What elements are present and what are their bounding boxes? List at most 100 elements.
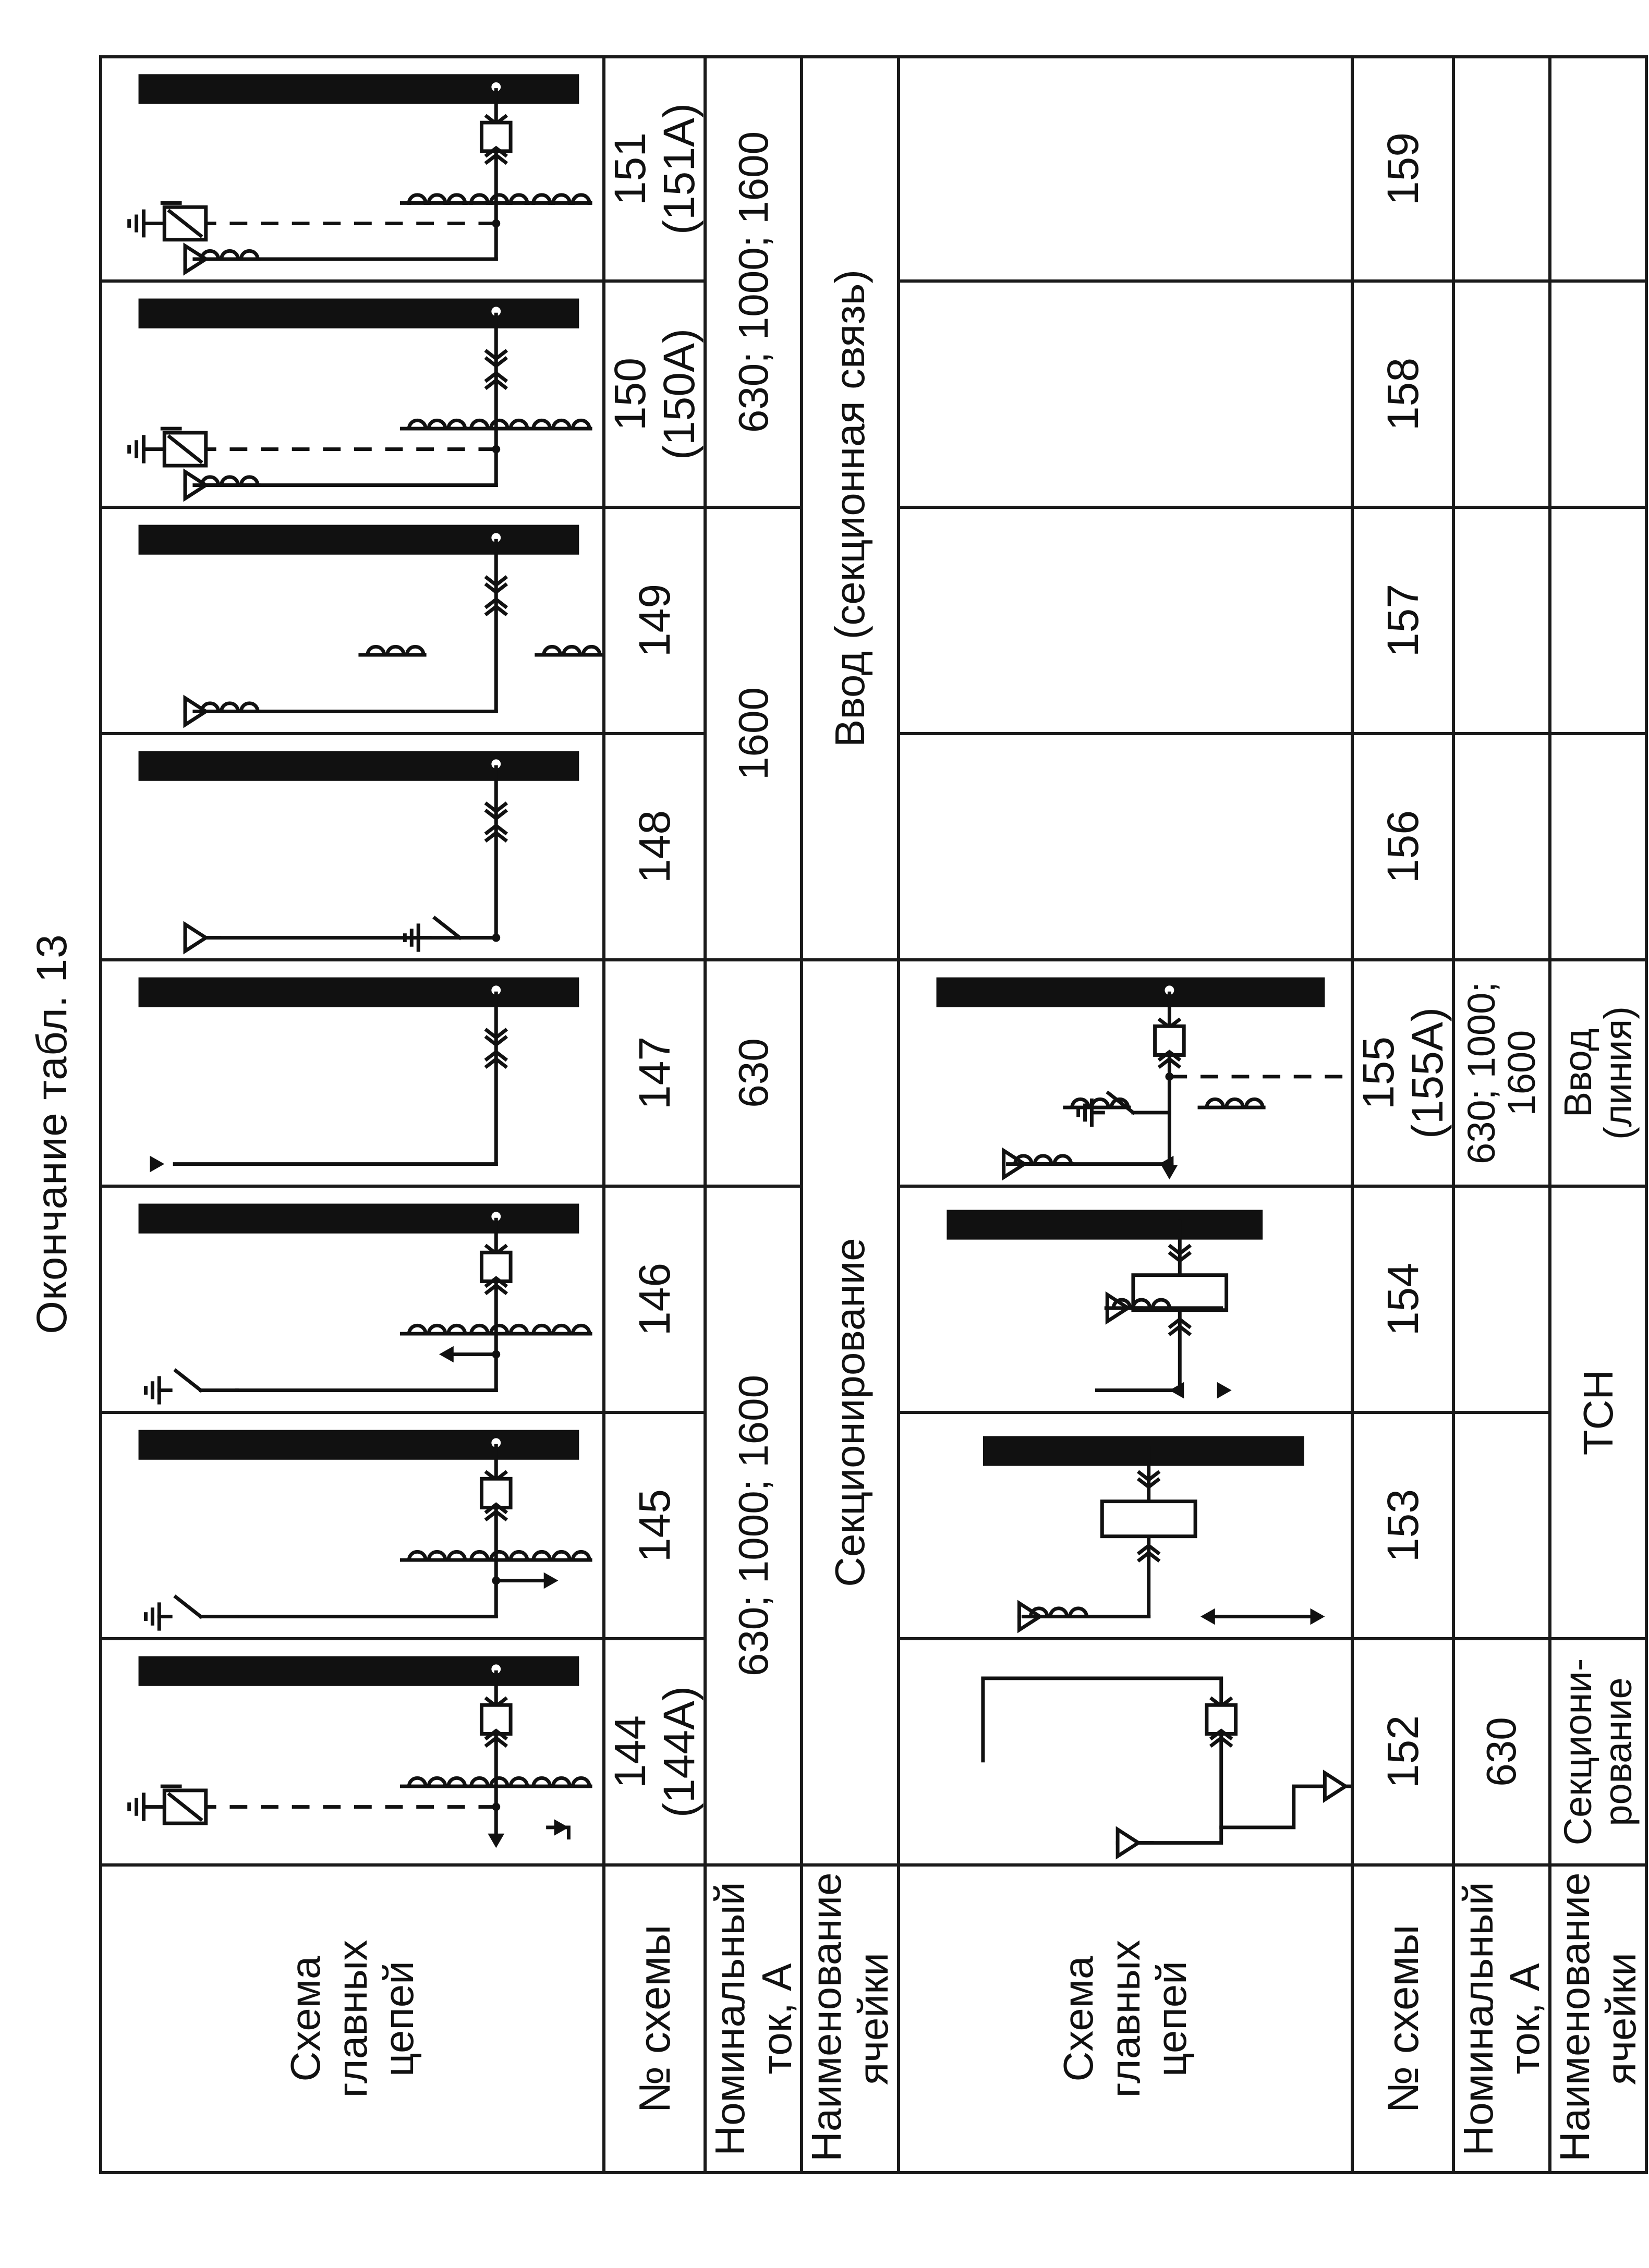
current-transformer-icon: [531, 418, 552, 431]
scheme-number: 158: [1352, 281, 1453, 507]
cell-name: [1549, 281, 1647, 507]
current-transformer-icon: [551, 1550, 572, 1562]
current-transformer-icon: [427, 1550, 447, 1562]
current-transformer-icon: [1224, 1097, 1245, 1109]
surge-arrester-icon: [1323, 1770, 1349, 1803]
current-transformer-icon: [220, 701, 240, 714]
busbar-icon: [138, 1656, 579, 1686]
current-transformer-icon: [1048, 1606, 1069, 1619]
current-transformer-icon: [1013, 1154, 1034, 1166]
scheme-number: 149: [604, 507, 706, 734]
arrow-icon: [488, 1833, 505, 1848]
rated-current: 630; 1000; 1600: [705, 57, 802, 507]
current-transformer-icon: [551, 1776, 572, 1788]
scheme-number: 153: [1352, 1412, 1453, 1639]
plug-contact-icon: [1209, 1728, 1233, 1748]
current-transformer-icon: [220, 249, 240, 261]
rated-current: 630: [1453, 1639, 1550, 1865]
rated-current: 1600: [705, 507, 802, 960]
surge-arrester-icon: [1116, 1826, 1142, 1860]
contact-dot: [491, 307, 501, 316]
scheme-number: 157: [1352, 507, 1453, 734]
conductor-line: [980, 1676, 1223, 1845]
row-label-current: Номинальный ток, А: [1453, 1865, 1550, 2173]
scheme-150: [101, 281, 604, 507]
plug-contact-icon: [1136, 1470, 1160, 1490]
arrow-icon: [439, 1346, 454, 1363]
circuit-schemes-table: Схема главных цепей № схемы 144 (144A) 1…: [99, 55, 1648, 2174]
plug-contact-icon: [484, 1028, 508, 1047]
rated-current: [1453, 734, 1550, 960]
current-transformer-icon: [1244, 1097, 1265, 1109]
current-transformer-icon: [446, 1550, 467, 1562]
contact-dot: [1165, 985, 1174, 995]
current-transformer-icon: [200, 249, 221, 261]
scheme-153: [898, 1412, 1352, 1639]
current-transformer-icon: [1150, 1298, 1171, 1310]
arrow-icon: [1217, 1382, 1232, 1399]
plug-contact-icon: [484, 801, 508, 821]
voltage-transformer-icon: [167, 209, 203, 238]
current-transformer-icon: [531, 1323, 552, 1336]
earthing-switch-icon: [173, 1368, 203, 1393]
rated-current: [1453, 281, 1550, 507]
plug-contact-icon: [484, 575, 508, 595]
current-transformer-icon: [385, 644, 406, 657]
scheme-159-empty: [898, 57, 1352, 281]
earthing-switch-icon: [173, 1594, 203, 1619]
current-transformer-icon: [531, 193, 552, 205]
current-transformer-icon: [407, 193, 428, 205]
current-transformer-icon: [542, 644, 562, 657]
current-transformer-icon: [446, 193, 467, 205]
current-transformer-icon: [489, 1776, 510, 1788]
scheme-147: [101, 960, 604, 1186]
current-transformer-icon: [489, 193, 510, 205]
current-transformer-icon: [407, 418, 428, 431]
busbar-icon: [138, 298, 579, 328]
current-transformer-icon: [571, 418, 591, 431]
current-transformer-icon: [469, 193, 490, 205]
cell-name: [1549, 507, 1647, 734]
scheme-number: 144 (144A): [604, 1639, 706, 1865]
current-transformer-icon: [508, 418, 529, 431]
surge-arrester-icon: [183, 921, 210, 955]
current-transformer-icon: [446, 418, 467, 431]
scheme-144: [101, 1639, 604, 1865]
breaker-icon: [1204, 1703, 1238, 1736]
current-transformer-icon: [407, 1776, 428, 1788]
current-transformer-icon: [200, 475, 221, 487]
busbar-icon: [983, 1436, 1304, 1466]
current-transformer-icon: [469, 418, 490, 431]
busbar-icon: [138, 751, 579, 781]
cell-name: [1549, 734, 1647, 960]
current-transformer-icon: [489, 418, 510, 431]
scheme-number: 148: [604, 734, 706, 960]
current-transformer-icon: [200, 701, 221, 714]
contact-dot: [491, 1212, 501, 1222]
current-transformer-icon: [571, 1776, 591, 1788]
scheme-number: 151 (151A): [604, 57, 706, 281]
scheme-number: 150 (150A): [604, 281, 706, 507]
current-transformer-icon: [551, 418, 572, 431]
busbar-icon: [138, 74, 579, 104]
contact-dot: [491, 82, 501, 92]
scheme-number: 155 (155A): [1352, 960, 1453, 1186]
current-transformer-icon: [531, 1776, 552, 1788]
current-transformer-icon: [446, 1776, 467, 1788]
busbar-icon: [138, 525, 579, 555]
current-transformer-icon: [239, 701, 260, 714]
breaker-icon: [479, 1250, 513, 1283]
contact-dot: [491, 759, 501, 769]
breaker-icon: [479, 120, 513, 153]
scheme-number: 159: [1352, 57, 1453, 281]
current-transformer-icon: [366, 644, 386, 657]
scheme-148: [101, 734, 604, 960]
voltage-transformer-icon: [167, 434, 203, 465]
current-transformer-icon: [489, 1550, 510, 1562]
current-transformer-icon: [1204, 1097, 1225, 1109]
current-transformer-icon: [1068, 1606, 1088, 1619]
current-transformer-icon: [1111, 1298, 1132, 1310]
scheme-158-empty: [898, 281, 1352, 507]
arrow-icon: [543, 1572, 559, 1589]
